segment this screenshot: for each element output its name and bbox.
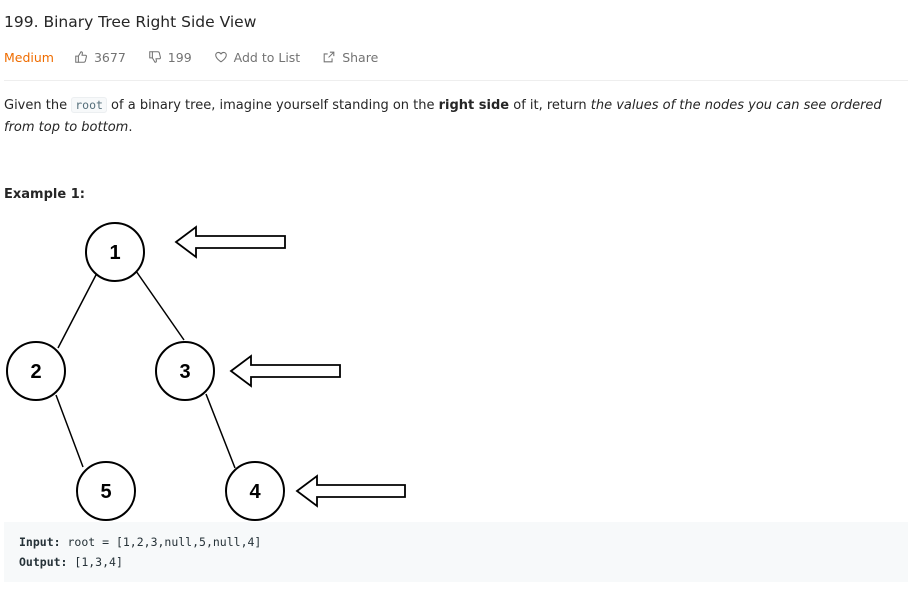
tree-node-5 (76, 461, 136, 521)
edge-1-3 (135, 270, 185, 341)
thumbs-down-icon (149, 51, 161, 63)
inline-code-root: root (71, 97, 107, 113)
share-label: Share (342, 49, 379, 65)
description-text: of a binary tree, imagine yourself stand… (106, 98, 439, 113)
thumbs-up-icon (75, 51, 87, 63)
example-output-line: Output: [1,3,4] (19, 555, 123, 569)
share-icon (323, 51, 335, 63)
example-input-line: Input: root = [1,2,3,null,5,null,4] (19, 535, 261, 549)
left-arrow-icon (295, 474, 406, 508)
add-to-list-button[interactable]: Add to List (214, 49, 301, 65)
edge-2-5 (55, 394, 84, 468)
input-label: Input: (19, 535, 61, 549)
share-button[interactable]: Share (322, 50, 378, 65)
difficulty-badge: Medium (4, 49, 54, 65)
dislike-button[interactable]: 199 (148, 50, 192, 65)
description-text: of it, return (509, 98, 591, 113)
tree-node-3 (155, 341, 215, 401)
input-value: root = [1,2,3,null,5,null,4] (67, 535, 262, 549)
problem-meta-bar: Medium 3677 199 Add to List Share (4, 48, 400, 66)
tree-node-label: 4 (249, 481, 261, 503)
tree-diagram: 1 2 3 5 4 (6, 222, 406, 521)
example-code-block: Input: root = [1,2,3,null,5,null,4] Outp… (4, 522, 908, 582)
edge-1-2 (57, 272, 98, 349)
dislike-count: 199 (167, 49, 192, 65)
left-arrow-icon (174, 225, 286, 259)
description-bold: right side (438, 98, 510, 113)
edge-3-4 (205, 393, 236, 469)
description-text: . (128, 119, 133, 135)
add-to-list-label: Add to List (233, 49, 301, 65)
description-italic: the values of the nodes you can see orde… (4, 98, 882, 135)
output-value: [1,3,4] (74, 555, 123, 569)
tree-node-label: 2 (30, 361, 41, 383)
divider (4, 80, 908, 81)
tree-node-1 (85, 222, 145, 282)
heart-icon (214, 51, 227, 63)
tree-node-label: 5 (100, 481, 111, 503)
problem-description: Given the root of a binary tree, imagine… (4, 95, 904, 138)
left-arrow-icon (229, 354, 341, 388)
output-label: Output: (19, 555, 68, 569)
tree-node-label: 3 (179, 361, 190, 383)
example-heading: Example 1: (4, 187, 85, 202)
tree-node-2 (6, 341, 66, 401)
problem-title: 199. Binary Tree Right Side View (4, 13, 257, 31)
like-button[interactable]: 3677 (74, 50, 126, 65)
description-text: Given the (4, 98, 72, 113)
tree-node-4 (225, 461, 285, 521)
like-count: 3677 (93, 49, 126, 65)
tree-node-label: 1 (109, 242, 120, 264)
